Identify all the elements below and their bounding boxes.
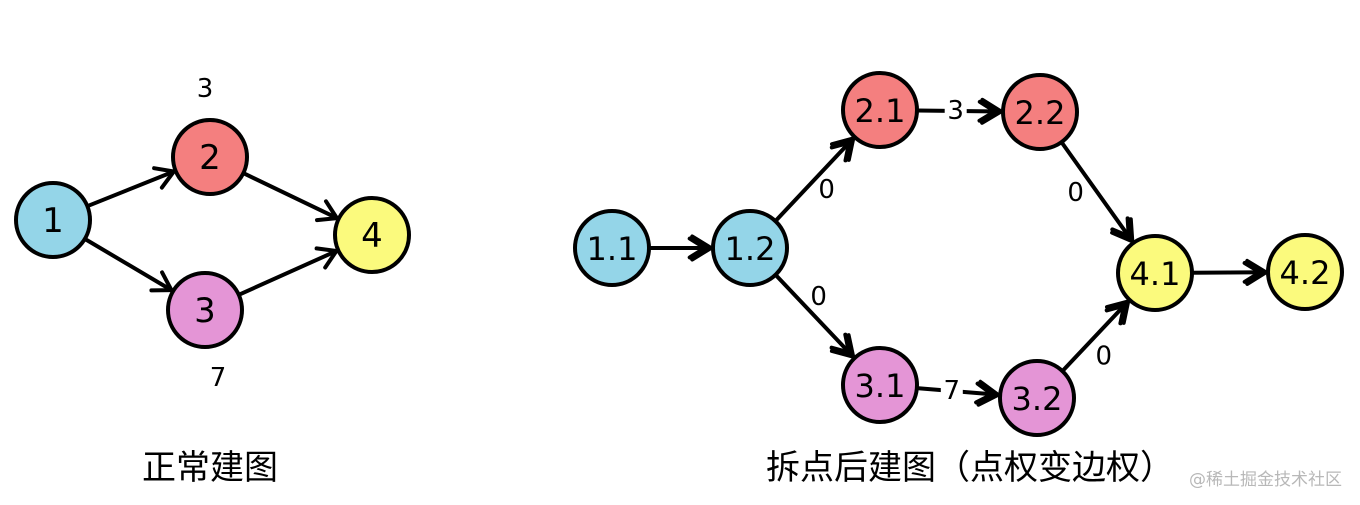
right-edge-2_1-to-2_2-arrowhead-icon xyxy=(977,97,1003,125)
right-node-4_1: 4.1 xyxy=(1116,234,1194,312)
left-node-4-label: 4 xyxy=(361,216,383,256)
right-edge-3_1-to-3_2-label: 7 xyxy=(944,376,961,406)
left-node-2-label: 2 xyxy=(199,138,221,178)
left-node-4-circle xyxy=(333,196,411,274)
left-edge-1-to-3 xyxy=(82,236,174,293)
right-graph-caption: 拆点后建图（点权变边权） xyxy=(766,448,1174,488)
right-graph-nodes: 1.1 1.2 2.1 2.2 3.1 3.2 4.1 4.2 xyxy=(573,71,1344,437)
right-edge-2_1-to-2_2-label: 3 xyxy=(947,96,964,126)
left-node-1-circle xyxy=(14,181,92,259)
left-edge-2-to-4 xyxy=(241,171,339,221)
left-node-3-label: 3 xyxy=(194,291,216,331)
right-node-4_2-label: 4.2 xyxy=(1280,254,1331,292)
right-node-3_1-label: 3.1 xyxy=(855,367,906,405)
right-node-4_1-label: 4.1 xyxy=(1130,255,1181,293)
right-edge-1_2-to-2_1 xyxy=(773,136,856,224)
right-node-3_1: 3.1 xyxy=(841,346,919,424)
right-node-1_1-label: 1.1 xyxy=(587,230,638,268)
right-node-3_2-label: 3.2 xyxy=(1012,380,1063,418)
right-node-2_2-circle xyxy=(1001,73,1079,151)
right-edge-1_2-to-3_1 xyxy=(773,272,856,359)
right-graph: 1.1 1.2 2.1 2.2 3.1 3.2 4.1 4.2 0 0 3 7 0 0 拆点后建图（点权… xyxy=(573,71,1344,488)
right-node-1_1: 1.1 xyxy=(573,209,651,287)
right-node-1_1-circle xyxy=(573,209,651,287)
left-node-weight-2: 3 xyxy=(197,74,214,104)
right-edge-4_1-to-4_2 xyxy=(1190,270,1268,275)
right-edge-3_2-to-4_1-arrowhead-icon xyxy=(1104,299,1131,326)
right-node-1_2: 1.2 xyxy=(711,209,789,287)
left-graph-nodes: 1 2 3 4 xyxy=(14,118,411,349)
left-edge-1-to-3-arrowhead-icon xyxy=(149,270,174,293)
left-node-3: 3 xyxy=(166,271,244,349)
right-node-3_2-circle xyxy=(998,359,1076,437)
left-edge-3-to-4 xyxy=(236,249,339,297)
right-node-4_2: 4.2 xyxy=(1266,233,1344,311)
right-node-2_1-label: 2.1 xyxy=(855,92,906,130)
right-edge-4_1-to-4_2-arrowhead-icon xyxy=(1242,258,1268,286)
right-edge-1_2-to-2_1-label: 0 xyxy=(818,175,835,205)
right-edge-3_2-to-4_1 xyxy=(1060,299,1131,374)
right-edge-2_2-to-4_1 xyxy=(1059,140,1135,244)
right-graph-edge-labels: 0 0 3 7 0 0 xyxy=(810,95,1113,406)
left-node-2-circle xyxy=(171,118,249,196)
right-edge-3_2-to-4_1-label: 0 xyxy=(1096,341,1113,371)
right-node-4_2-circle xyxy=(1266,233,1344,311)
left-node-1-label: 1 xyxy=(42,201,64,241)
right-edge-2_2-to-4_1-label: 0 xyxy=(1067,178,1084,208)
left-node-3-circle xyxy=(166,271,244,349)
right-node-2_2-label: 2.2 xyxy=(1015,94,1066,132)
right-node-1_2-circle xyxy=(711,209,789,287)
left-graph-caption: 正常建图 xyxy=(142,448,278,488)
right-graph-edges xyxy=(647,97,1268,407)
left-edge-3-to-4-arrowhead-icon xyxy=(314,246,339,270)
right-node-2_1: 2.1 xyxy=(841,71,919,149)
right-node-2_1-circle xyxy=(841,71,919,149)
right-node-2_2: 2.2 xyxy=(1001,73,1079,151)
right-edge-3_1-to-3_2-arrowhead-icon xyxy=(974,379,1001,407)
left-graph-node-weights: 37 xyxy=(197,74,227,393)
left-node-4: 4 xyxy=(333,196,411,274)
right-node-4_1-circle xyxy=(1116,234,1194,312)
right-edge-2_1-to-2_2-label-backing xyxy=(944,95,967,126)
left-edge-1-to-2 xyxy=(85,169,176,209)
right-node-1_2-label: 1.2 xyxy=(725,230,776,268)
right-node-3_1-circle xyxy=(841,346,919,424)
watermark-text: @稀土掘金技术社区 xyxy=(1189,470,1342,490)
right-edge-3_1-to-3_2-label-backing xyxy=(940,375,963,406)
right-edge-1_2-to-3_1-label: 0 xyxy=(810,282,827,312)
left-node-1: 1 xyxy=(14,181,92,259)
left-node-2: 2 xyxy=(171,118,249,196)
right-node-3_2: 3.2 xyxy=(998,359,1076,437)
left-node-weight-3: 7 xyxy=(210,363,227,393)
